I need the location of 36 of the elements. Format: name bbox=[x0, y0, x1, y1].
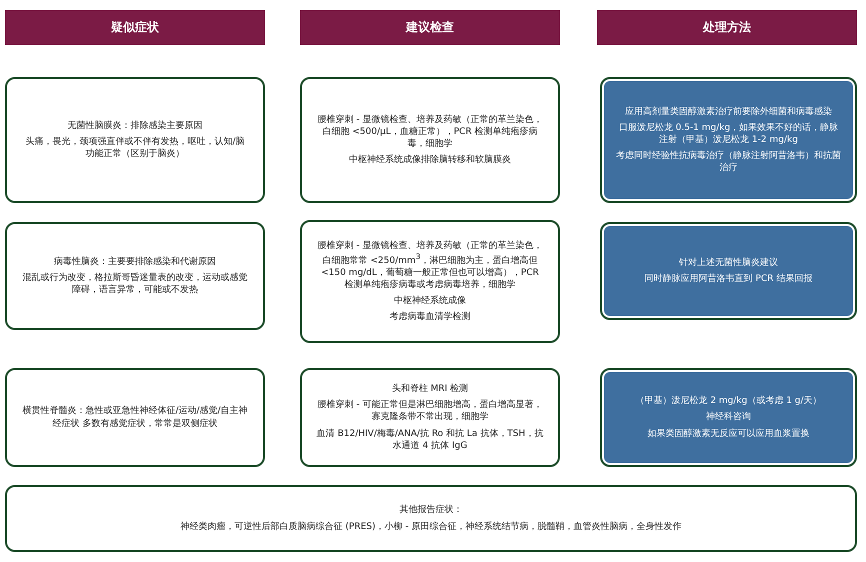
card-text: 腰椎穿刺 - 显微镜检查、培养及药敏（正常的革兰染色，白细胞 <500/μL，血糖正常），PCR 检测单纯疱疹病毒，细胞学 bbox=[316, 114, 544, 150]
info-card bbox=[5, 368, 265, 467]
card-text: 如果类固醇激素无反应可以应用血浆置换 bbox=[648, 428, 810, 440]
card-text: 神经科咨询 bbox=[706, 411, 751, 424]
info-card bbox=[5, 77, 265, 203]
info-card bbox=[5, 222, 265, 330]
card-text: 同时静脉应用阿昔洛韦直到 PCR 结果回报 bbox=[644, 273, 812, 286]
info-card bbox=[300, 220, 560, 343]
card-text: 病毒性脑炎：主要要排除感染和代谢原因 bbox=[54, 256, 216, 268]
card-text: 头和脊柱 MRI 检测 bbox=[392, 383, 468, 396]
column-header: 疑似症状 bbox=[5, 10, 265, 45]
card-text: 口服泼尼松龙 0.5-1 mg/kg，如果效果不好的话，静脉注射（甲基）泼尼松龙 1-2 mg/kg bbox=[618, 122, 840, 146]
card-text: 无菌性脑膜炎：排除感染主要原因 bbox=[68, 120, 202, 132]
card-text: 腰椎穿刺 - 可能正常但是淋巴细胞增高，蛋白增高显著，寡克隆条带不常出现，细胞学 bbox=[316, 399, 544, 424]
card-text: 横贯性脊髓炎：急性或亚急性神经体征/运动/感觉/自主神经症状 多数有感觉症状，常常是双侧症状 bbox=[21, 405, 249, 430]
card-text: 混乱或行为改变，格拉斯哥昏迷量表的改变，运动或感觉障碍，语言异常，可能或不发热 bbox=[22, 272, 248, 296]
card-text: 中枢神经系统成像排除脑转移和软脑膜炎 bbox=[349, 154, 511, 166]
column-header: 处理方法 bbox=[597, 10, 857, 45]
card-text: 考虑病毒血清学检测 bbox=[390, 311, 470, 324]
treatment-card bbox=[600, 77, 857, 203]
card-text: 血清 B12/HIV/梅毒/ANA/抗 Ro 和抗 La 抗体，TSH，抗水通道 4 抗体 IgG bbox=[316, 428, 544, 452]
card-text: 神经类肉瘤，可逆性后部白质脑病综合征 (PRES)，小柳 - 原田综合征，神经系统结节病，脱髓鞘，血管炎性脑病，全身性发作 bbox=[180, 520, 682, 533]
card-text: 应用高剂量类固醇激素治疗前要除外细菌和病毒感染 bbox=[625, 106, 832, 118]
card-text: 中枢神经系统成像 bbox=[394, 295, 466, 308]
info-card bbox=[300, 77, 560, 203]
info-card bbox=[300, 368, 560, 467]
card-text: （甲基）泼尼松龙 2 mg/kg（或考虑 1 g/天） bbox=[635, 395, 822, 408]
card-text: 腰椎穿刺 - 显微镜检查、培养及药敏（正常的革兰染色，白细胞常常 <250/mm$^{3}$，淋巴细胞为主，蛋白增高但 <150 mg/dL，葡萄糖一般正常但也可以增高），PCR 检测单纯疱疹病毒或考虑病毒培养，细胞学 bbox=[316, 240, 544, 292]
card-text: 针对上述无菌性脑炎建议 bbox=[679, 256, 778, 269]
column-header: 建议检查 bbox=[300, 10, 560, 45]
card-text: 其他报告症状： bbox=[400, 504, 462, 516]
card-text: 头痛，畏光，颈项强直伴或不伴有发热，呕吐，认知/脑功能正常（区别于脑炎） bbox=[24, 136, 246, 160]
info-card bbox=[5, 485, 857, 552]
card-text: 考虑同时经验性抗病毒治疗（静脉注射阿昔洛韦）和抗菌治疗 bbox=[616, 150, 841, 174]
treatment-card bbox=[600, 222, 857, 320]
treatment-card bbox=[600, 368, 857, 467]
